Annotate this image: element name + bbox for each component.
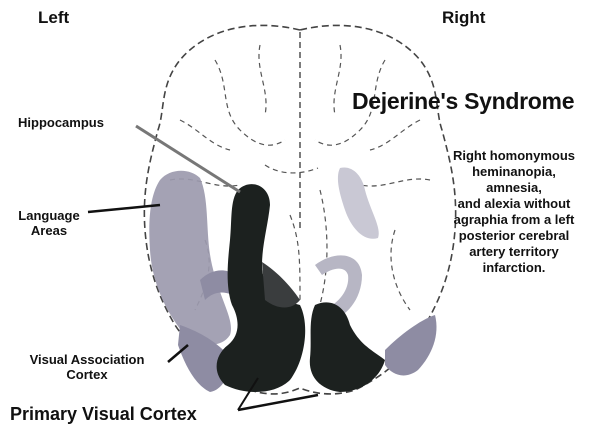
description-line: amnesia, [430,180,598,196]
description-line: infarction. [430,260,598,276]
language-areas-line-2: Areas [10,223,88,238]
language-area-region [149,171,231,345]
description-line: Right homonymous [430,148,598,164]
right-occipital-region [385,315,436,375]
description-line: artery territory [430,244,598,260]
description-line: agraphia from a left [430,212,598,228]
right-occipital-infarct [310,302,385,392]
language-areas-line-1: Language [10,208,88,223]
right-hippocampus-region [338,167,379,238]
left-pca-infarct [217,184,306,392]
primary-visual-cortex-label: Primary Visual Cortex [10,404,197,425]
syndrome-description: Right homonymous heminanopia, amnesia, a… [430,148,598,276]
description-line: heminanopia, [430,164,598,180]
description-line: posterior cerebral [430,228,598,244]
description-line: and alexia without [430,196,598,212]
primary-visual-pointer-1 [238,395,318,410]
right-label: Right [442,8,485,28]
left-label: Left [38,8,69,28]
visual-association-label: Visual Association Cortex [8,352,166,382]
language-pointer [88,205,160,212]
language-areas-label: Language Areas [10,208,88,238]
visual-association-line-2: Cortex [8,367,166,382]
visual-association-line-1: Visual Association [8,352,166,367]
calcarine-region [262,262,300,308]
syndrome-title: Dejerine's Syndrome [352,88,574,115]
hippocampus-label: Hippocampus [18,115,104,130]
